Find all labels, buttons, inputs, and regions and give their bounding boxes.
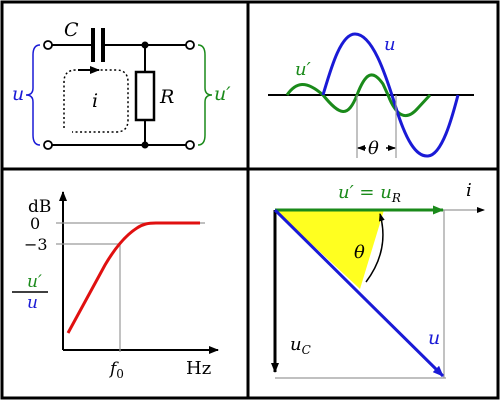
bode-guides	[56, 222, 205, 352]
phasor-triangle-fill	[275, 210, 384, 289]
circuit-wires	[52, 44, 186, 146]
junction-dots	[141, 41, 149, 149]
capacitor-label: C	[64, 19, 79, 41]
phase-angle-arc	[365, 213, 385, 283]
phasor-panel: u′ = uR i θ u uC	[271, 180, 485, 379]
resistor-voltage-label: u′ = uR	[338, 182, 401, 205]
bode-panel: dB 0 −3 u′ u f0 Hz	[12, 191, 219, 381]
capacitor-voltage-label: uC	[290, 334, 311, 357]
input-wave-label: u	[384, 34, 396, 55]
bode-x-unit: Hz	[186, 358, 211, 379]
bode-y-unit: dB	[28, 197, 51, 217]
input-voltage-label: u	[12, 83, 24, 105]
output-wave-label: u′	[295, 59, 311, 80]
phase-angle-label: θ	[354, 242, 365, 263]
waveform-panel: θ u′ u	[268, 32, 474, 159]
resistor-symbol	[134, 70, 156, 122]
phasor-guides	[275, 210, 446, 379]
current-loop	[63, 69, 129, 133]
circuit-panel: C R i u u′	[12, 19, 231, 150]
ratio-numerator: u′	[27, 272, 42, 292]
input-phasor-label: u	[428, 327, 440, 349]
input-brace	[25, 44, 41, 146]
input-voltage-phasor	[273, 208, 445, 378]
terminals	[43, 40, 195, 150]
resistor-label: R	[159, 86, 174, 108]
output-voltage-label: u′	[214, 83, 231, 105]
ratio-denominator: u	[27, 293, 38, 313]
capacitor-symbol	[91, 28, 105, 62]
tick-minus3: −3	[24, 235, 48, 254]
magnitude-curve	[66, 221, 200, 334]
current-axis-label: i	[466, 180, 472, 201]
current-label: i	[92, 90, 98, 112]
phase-label: θ	[368, 138, 379, 159]
output-brace	[197, 44, 213, 146]
tick-zero: 0	[30, 214, 40, 233]
cutoff-label: f0	[108, 359, 124, 381]
